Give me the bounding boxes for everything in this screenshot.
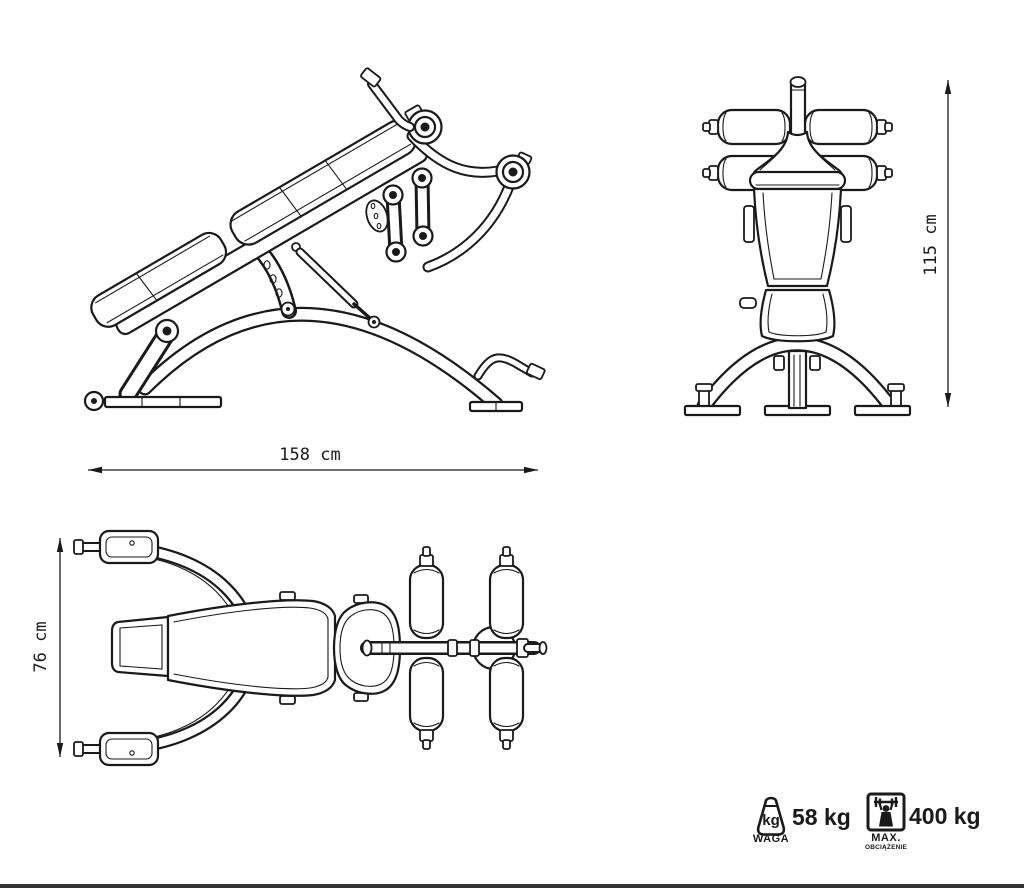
front-top-post	[789, 76, 807, 142]
footer-bar	[0, 884, 1024, 888]
foam-roller-side-front	[495, 154, 531, 190]
front-roller-top-left	[702, 108, 792, 146]
side-rear-handle	[478, 358, 546, 380]
linkage-joint	[382, 184, 404, 206]
front-center-post	[787, 349, 808, 410]
front-arch-pin-right	[887, 383, 905, 411]
max-load-icon	[866, 792, 906, 832]
arrow-down-icon	[56, 743, 64, 757]
arrow-down-icon	[944, 393, 952, 407]
transport-wheel	[83, 390, 105, 412]
front-foot-plate-left	[683, 404, 742, 417]
front-view-drawing	[683, 76, 912, 417]
dimension-width-label: 76 cm	[31, 621, 51, 672]
side-support-strut	[258, 248, 295, 316]
top-foot-lower	[73, 731, 160, 767]
weight-icon: kg	[756, 796, 786, 836]
side-base-arc	[145, 314, 496, 404]
dimension-height-label: 115 cm	[921, 214, 941, 275]
top-view-drawing	[73, 529, 548, 767]
arrow-right-icon	[524, 466, 538, 474]
top-roller-2	[488, 546, 525, 640]
gas-spring	[291, 242, 381, 329]
adjustment-knob	[739, 297, 757, 309]
foam-roller-side-top	[407, 109, 443, 145]
adjustment-linkage	[365, 167, 434, 263]
top-roller-4	[488, 656, 525, 750]
front-seat-pad	[759, 288, 836, 343]
leg-pivot-joint	[154, 318, 180, 344]
arrow-left-icon	[88, 466, 102, 474]
max-load-value: 400 kg	[909, 803, 981, 829]
top-main-pad	[166, 599, 337, 697]
top-head-pad	[110, 615, 170, 678]
front-pad-body	[752, 187, 843, 288]
max-load-sublabel: OBCIĄŻENIE	[864, 844, 908, 851]
weight-icon-kg-label: kg	[762, 812, 780, 829]
front-foot-plate-right	[853, 404, 912, 417]
max-load-label: MAX.	[871, 832, 901, 844]
top-roller-axle	[363, 638, 548, 658]
dimension-height: 115 cm	[921, 80, 952, 407]
dimension-length: 158 cm	[88, 445, 538, 474]
side-view-drawing	[83, 67, 546, 413]
top-roller-1	[408, 546, 445, 640]
linkage-joint	[385, 241, 407, 263]
roller-arm-lower	[428, 184, 510, 267]
linkage-joint	[412, 225, 434, 247]
linkage-joint	[411, 167, 433, 189]
arrow-up-icon	[56, 538, 64, 552]
front-roller-top-right	[803, 108, 893, 146]
front-pad-top	[748, 170, 847, 191]
dimension-width: 76 cm	[31, 538, 64, 757]
weight-value: 58 kg	[792, 804, 851, 830]
top-foot-upper	[73, 529, 160, 565]
dimension-length-label: 158 cm	[279, 445, 340, 465]
bench-pad-incline	[90, 119, 429, 336]
weight-label: WAGA	[752, 833, 790, 845]
side-top-handle	[360, 67, 410, 127]
top-roller-3	[408, 656, 445, 750]
arrow-up-icon	[944, 80, 952, 94]
side-front-foot-plate	[103, 395, 223, 409]
